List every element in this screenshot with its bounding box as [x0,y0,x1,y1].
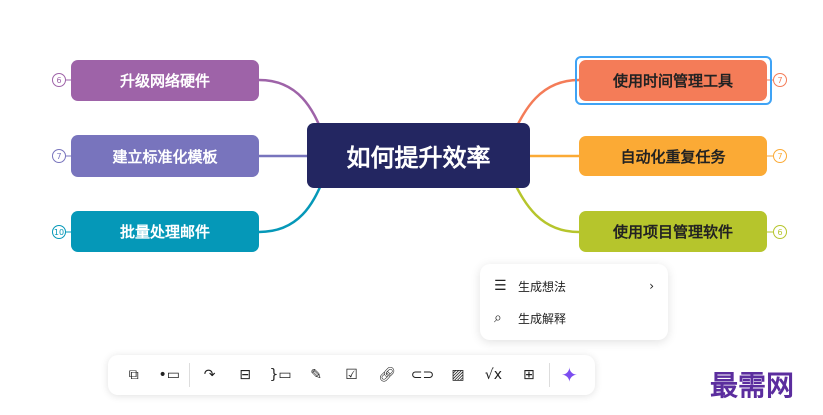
collapse-count-badge[interactable]: 7 [773,73,787,87]
ai-sparkle-icon[interactable]: ✦ [560,363,578,387]
topic-upgrade-network[interactable]: 升级网络硬件 [71,60,259,101]
chevron-right-icon: › [649,279,654,293]
image-icon[interactable]: ▨ [451,367,465,383]
ai-menu: ☰ 生成想法 › ⌕ 生成解释 [480,264,668,340]
summary-icon[interactable]: ⊟ [239,367,251,383]
menu-item-label: 生成想法 [518,279,567,294]
bottom-toolbar: ⧉ •▭ ↷ ⊟ }▭ ✎ ☑ 🔗︎ ⊂⊃ ▨ √x ⊞ ✦ [108,355,595,395]
collapse-count-badge[interactable]: 6 [773,225,787,239]
add-subnode-icon[interactable]: ⧉ [128,367,139,383]
collapse-count-badge[interactable]: 6 [52,73,66,87]
list-add-icon: ☰ [494,278,507,294]
bracket-icon[interactable]: }▭ [269,367,292,383]
collapse-count-badge[interactable]: 7 [52,149,66,163]
divider [188,363,190,387]
note-icon[interactable]: ✎ [310,367,322,383]
insert-icon[interactable]: ⊞ [523,367,535,383]
checkbox-icon[interactable]: ☑ [345,367,358,383]
search-sparkle-icon: ⌕ [494,310,502,326]
formula-icon[interactable]: √x [484,367,503,383]
watermark: 最需网 [710,369,795,402]
topic-standard-template[interactable]: 建立标准化模板 [71,135,259,177]
selection-outline [575,56,772,105]
topic-time-tool[interactable]: 使用时间管理工具 [579,60,767,101]
collapse-count-badge[interactable]: 7 [773,149,787,163]
add-sibling-icon[interactable]: •▭ [158,367,180,383]
menu-item-generate-explanation[interactable]: ⌕ 生成解释 [480,302,668,334]
topic-batch-email[interactable]: 批量处理邮件 [71,211,259,252]
menu-item-label: 生成解释 [518,311,567,326]
hyperlink-icon[interactable]: ⊂⊃ [410,367,435,383]
menu-item-generate-ideas[interactable]: ☰ 生成想法 › [480,270,668,302]
central-topic[interactable]: 如何提升效率 [307,123,530,188]
topic-project-software[interactable]: 使用项目管理软件 [579,211,767,252]
link-icon[interactable]: 🔗︎ [378,367,396,383]
collapse-count-badge[interactable]: 10 [52,225,66,239]
topic-automate[interactable]: 自动化重复任务 [579,136,767,176]
divider [548,363,550,387]
connector-icon[interactable]: ↷ [203,367,216,383]
